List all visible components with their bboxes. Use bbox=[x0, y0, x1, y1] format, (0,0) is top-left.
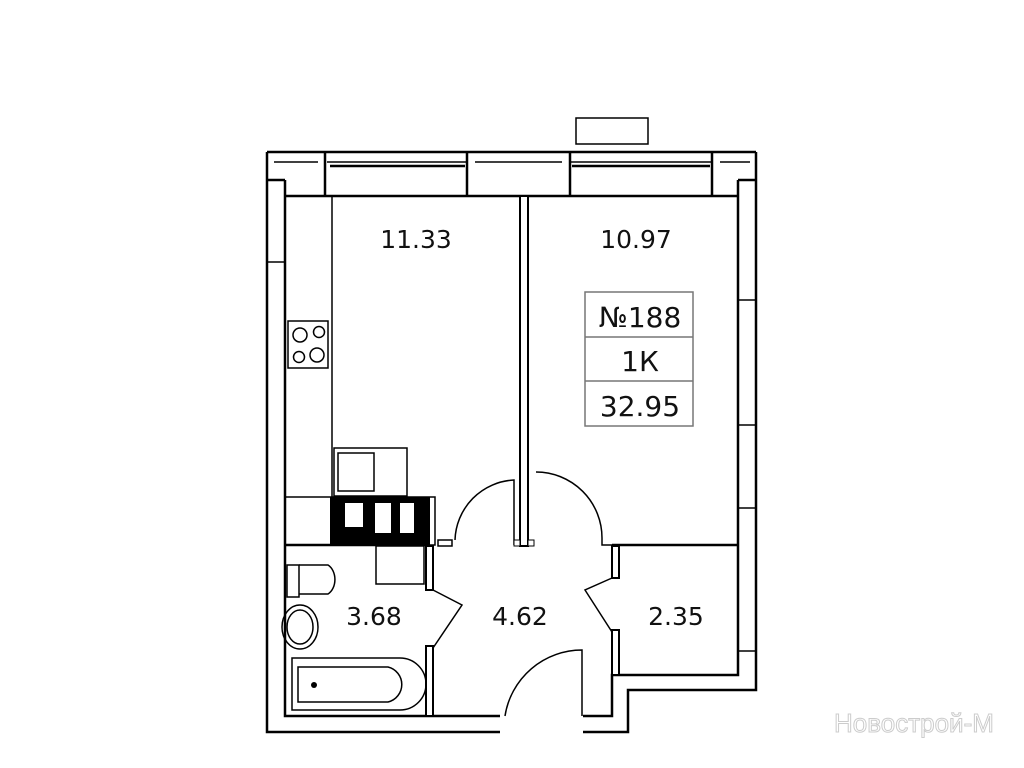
watermark: Новострой-М bbox=[834, 708, 994, 738]
room-labels: 11.33 10.97 3.68 4.62 2.35 bbox=[346, 225, 704, 631]
entrance-door[interactable] bbox=[504, 649, 583, 717]
storage-area: 2.35 bbox=[648, 602, 704, 631]
living-room-area: 10.97 bbox=[600, 225, 672, 254]
bathtub-icon bbox=[291, 657, 427, 711]
storage-door[interactable] bbox=[583, 577, 613, 633]
bathroom-area: 3.68 bbox=[346, 602, 402, 631]
radiator bbox=[575, 117, 649, 145]
living-room-door[interactable] bbox=[535, 471, 612, 546]
washbasin-icon bbox=[281, 604, 319, 650]
kitchen-area: 11.33 bbox=[380, 225, 452, 254]
apartment-type: 1К bbox=[621, 345, 659, 378]
walls bbox=[265, 117, 758, 734]
total-area: 32.95 bbox=[600, 390, 680, 423]
sink-icon bbox=[333, 447, 408, 497]
apartment-number: №188 bbox=[599, 301, 682, 334]
apartment-info-box: №188 1К 32.95 bbox=[584, 291, 694, 427]
stove-icon bbox=[287, 320, 329, 369]
toilet-icon bbox=[286, 564, 336, 598]
hallway-area: 4.62 bbox=[492, 602, 548, 631]
kitchen-door[interactable] bbox=[454, 479, 515, 545]
